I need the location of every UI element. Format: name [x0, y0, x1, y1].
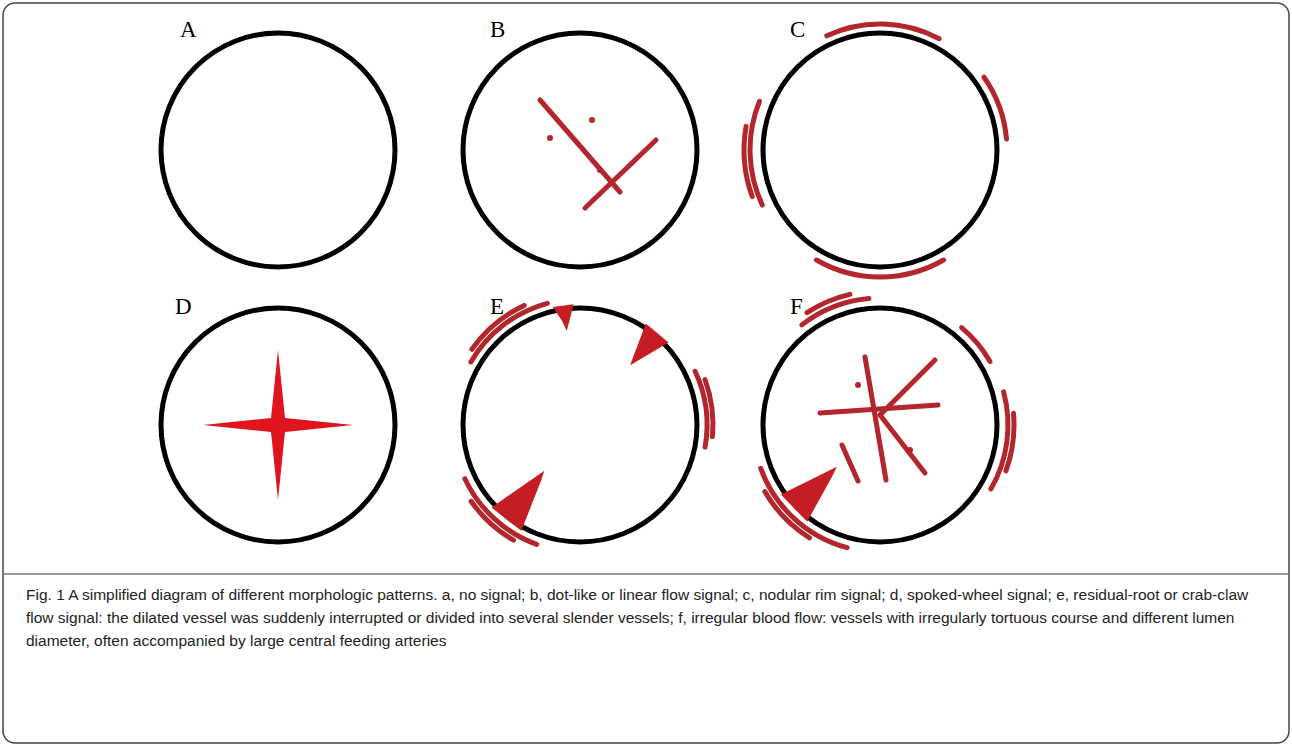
lesion-circle: B	[460, 30, 700, 270]
flow-dot	[597, 167, 603, 173]
rim-vessel	[807, 294, 850, 312]
panel-letter: E	[490, 295, 504, 318]
frame-border	[3, 3, 1289, 743]
lesion-circle: D	[158, 305, 398, 545]
rim-vessel	[827, 24, 939, 39]
lesion-outline	[463, 308, 697, 542]
lesion-outline	[763, 33, 997, 267]
panel-letter: A	[180, 18, 197, 41]
flow-dot	[589, 117, 595, 123]
crab-claw-vessel	[781, 467, 837, 522]
pattern-illustration	[460, 30, 700, 270]
rim-vessel	[991, 392, 1008, 489]
flow-line	[820, 405, 938, 413]
crab-claw-vessel	[630, 324, 668, 366]
flow-line	[880, 415, 925, 473]
flow-line	[880, 360, 935, 415]
flow-line	[842, 445, 858, 481]
flow-dot	[907, 447, 913, 453]
pattern-illustration	[760, 305, 1000, 545]
panel-letter: B	[490, 18, 505, 41]
lesion-circle: E	[460, 305, 700, 545]
flow-line	[540, 100, 620, 192]
pattern-illustration	[158, 30, 398, 270]
crab-claw-vessel	[492, 471, 545, 531]
rim-vessel	[1006, 413, 1014, 471]
panel-letter: D	[175, 295, 192, 318]
rim-vessel	[984, 77, 1007, 139]
panel-letter: F	[790, 295, 803, 318]
crab-claw-vessel	[553, 304, 574, 331]
pattern-illustration	[460, 305, 700, 545]
pattern-illustration	[158, 305, 398, 545]
lesion-outline	[161, 33, 395, 267]
rim-vessel	[962, 328, 990, 362]
caption-separator	[4, 573, 1288, 575]
rim-vessel	[471, 303, 548, 362]
flow-dot	[855, 382, 861, 388]
flow-dot	[547, 135, 553, 141]
lesion-circle: C	[760, 30, 1000, 270]
lesion-circle: A	[158, 30, 398, 270]
lesion-circle: F	[760, 305, 1000, 545]
rim-vessel	[817, 260, 944, 277]
lesion-outline	[763, 308, 997, 542]
panel-letter: C	[790, 18, 805, 41]
rim-vessel	[705, 380, 713, 437]
flow-line	[585, 140, 656, 208]
figure-caption: Fig. 1 A simplified diagram of different…	[26, 584, 1266, 653]
spoked-wheel-vessel	[203, 350, 353, 500]
rim-vessel	[744, 126, 752, 196]
pattern-illustration	[760, 30, 1000, 270]
lesion-outline	[161, 308, 395, 542]
lesion-outline	[463, 33, 697, 267]
